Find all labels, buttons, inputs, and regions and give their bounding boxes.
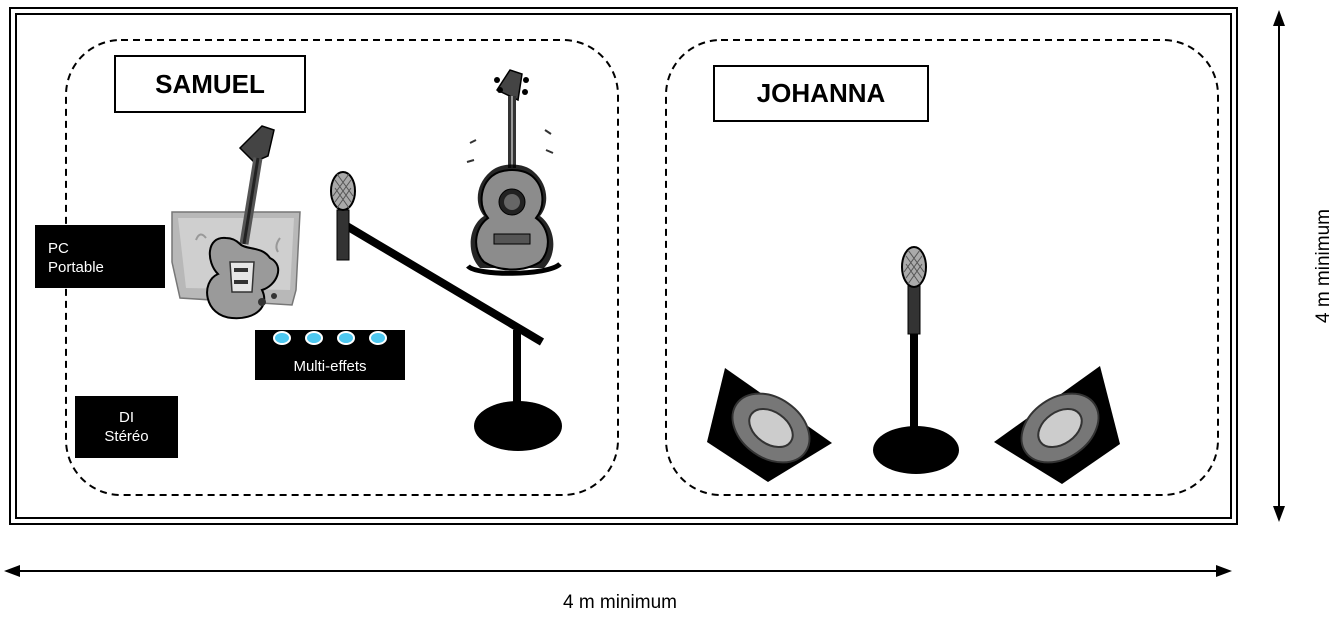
johanna-label: JOHANNA xyxy=(713,65,929,122)
multi-effects-leds xyxy=(255,330,405,380)
pc-label-line1: PC xyxy=(48,240,69,257)
di-stereo-box: DI Stéréo xyxy=(75,396,178,458)
depth-dimension-arrow xyxy=(1273,10,1285,522)
samuel-label: SAMUEL xyxy=(114,55,306,113)
stage-monitor-icon xyxy=(994,366,1120,484)
depth-dimension-label: 4 m minimum xyxy=(1313,209,1334,324)
electric-guitar-icon xyxy=(171,125,301,320)
di-label-line2: Stéréo xyxy=(104,428,149,445)
multi-effects-label: Multi-effets xyxy=(293,358,367,375)
microphone-boom-stand-icon xyxy=(330,171,562,451)
width-dimension-arrow xyxy=(4,565,1232,577)
stage-inner-border xyxy=(15,13,1232,519)
johanna-zone xyxy=(665,39,1219,496)
acoustic-guitar-icon xyxy=(466,69,562,276)
width-dimension-label: 4 m minimum xyxy=(562,592,677,613)
di-label-line1: DI xyxy=(119,409,134,426)
pc-portable-box: PC Portable xyxy=(35,225,165,288)
stage-monitor-icon xyxy=(707,368,832,482)
stage-outer-border xyxy=(9,7,1238,525)
microphone-straight-stand-icon xyxy=(873,246,959,474)
pc-label-line2: Portable xyxy=(48,259,104,276)
